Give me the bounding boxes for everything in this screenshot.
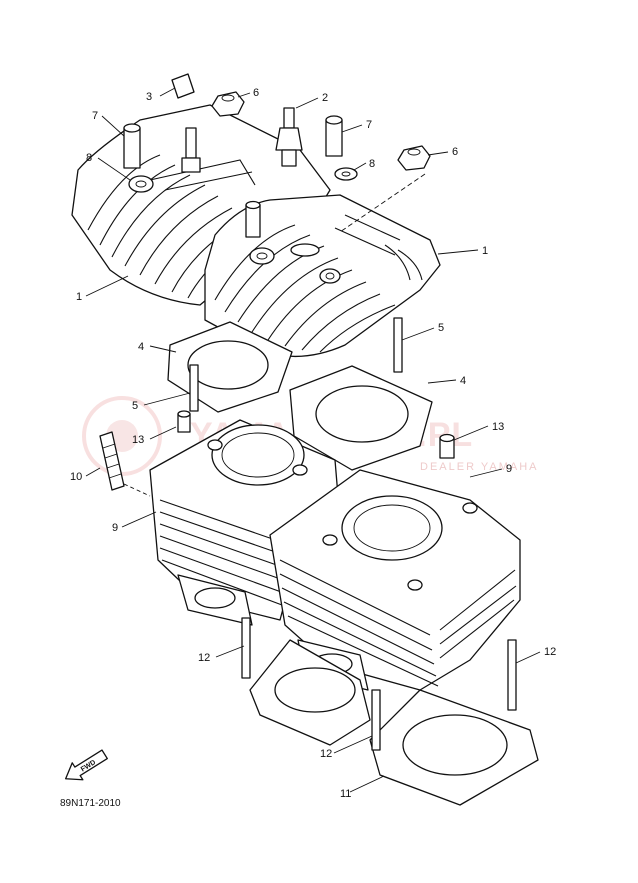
callout-11: 11 (340, 788, 351, 800)
callout-3: 3 (146, 91, 152, 103)
stud-bolt-12-left (241, 617, 251, 679)
nut-6-right (397, 145, 431, 171)
spark-plug-left (181, 127, 201, 173)
base-gasket-right (369, 689, 539, 806)
callout-12-left: 12 (198, 652, 210, 664)
collar-7-right (325, 115, 343, 157)
cylinder-head-right (204, 194, 441, 358)
head-gasket-right (289, 365, 433, 471)
callout-6-right: 6 (452, 146, 458, 158)
leader-lines (85, 87, 541, 793)
callout-2: 2 (322, 92, 328, 104)
callout-12-center: 12 (320, 748, 332, 760)
plug-13-left (177, 410, 191, 433)
callout-4-right: 4 (460, 375, 466, 387)
callout-4-left: 4 (138, 341, 144, 353)
callout-6-left: 6 (253, 87, 259, 99)
fwd-label: FWD (80, 759, 97, 773)
base-gasket-left (249, 639, 371, 746)
head-gasket-left (167, 321, 293, 413)
callout-13-right: 13 (492, 421, 504, 433)
callout-8-right: 8 (369, 158, 375, 170)
callout-12-right: 12 (544, 646, 556, 658)
washer-8-right (334, 167, 358, 181)
collar-7-center (245, 200, 261, 238)
watermark-subtitle: DEALER YAMAHA (420, 461, 539, 473)
callout-7-right: 7 (366, 119, 372, 131)
plug-13-right (439, 433, 455, 459)
stud-bolt-5-right (393, 317, 403, 373)
callout-5-right: 5 (438, 322, 444, 334)
callout-5-left: 5 (132, 400, 138, 412)
callout-13-left: 13 (132, 434, 144, 446)
stud-bolt-12-right (507, 639, 517, 711)
collar-7-left (123, 123, 141, 169)
callout-9-right: 9 (506, 463, 512, 475)
callout-8-left: 8 (86, 152, 92, 164)
diagram-code: 89N171-2010 (60, 798, 121, 809)
callout-1-left: 1 (76, 291, 82, 303)
nut-6-left (211, 91, 245, 117)
callout-9-left: 9 (112, 522, 118, 534)
fwd-arrow: FWD (64, 749, 108, 781)
callout-1-right: 1 (482, 245, 488, 257)
callout-7-left: 7 (92, 110, 98, 122)
spark-plug-right (275, 107, 303, 167)
callouts: 3 2 6 6 7 7 8 8 1 1 4 4 5 5 13 13 10 9 9… (70, 87, 556, 800)
stud-bolt-5-left (189, 364, 199, 412)
callout-10: 10 (70, 471, 82, 483)
plug-cap-3 (171, 73, 195, 99)
stud-bolt-12-center (371, 689, 381, 751)
hose-10 (99, 431, 125, 491)
